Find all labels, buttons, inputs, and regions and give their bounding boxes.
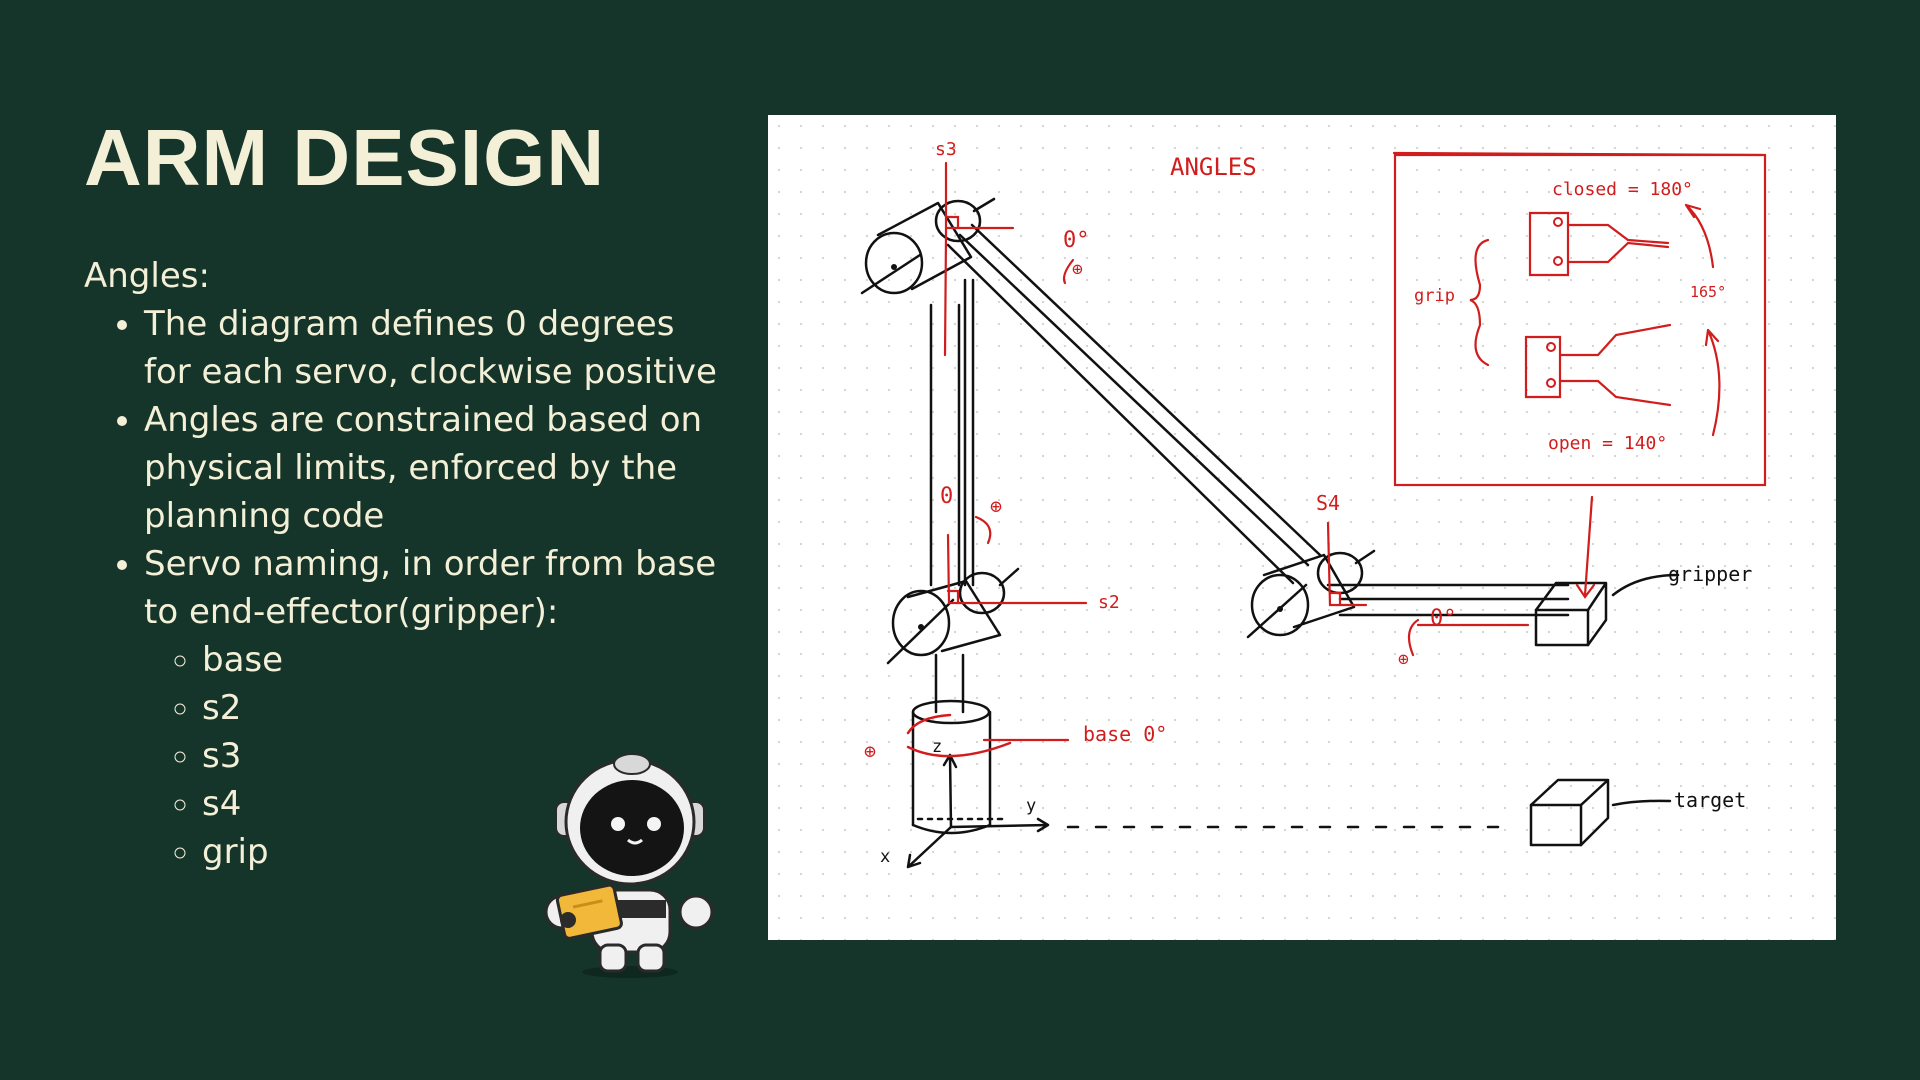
s2-joint — [886, 567, 1020, 665]
base-cylinder — [911, 699, 992, 835]
label-s3: s3 — [935, 139, 957, 160]
label-s2: s2 — [1098, 592, 1120, 613]
servo-list: base s2 s3 s4 grip — [144, 636, 724, 876]
servo-item: s4 — [202, 780, 724, 828]
arm-diagram: s3 ANGLES 0° ⊕ 0 ⊕ s2 S4 0° ⊕ base 0° ⊕ … — [860, 139, 1767, 869]
s2-plus-icon: ⊕ — [990, 494, 1002, 518]
s3-zero-label: 0° — [1063, 228, 1090, 253]
bullet-item: Angles are constrained based on physical… — [144, 396, 724, 540]
label-mid-angle: 165° — [1690, 283, 1726, 301]
s4-zero-label: 0° — [1430, 606, 1457, 631]
s2-zero-label: 0 — [940, 484, 953, 509]
axis-y-label: y — [1026, 796, 1036, 816]
label-gripper: gripper — [1668, 562, 1752, 586]
bullet-list: The diagram defines 0 degrees for each s… — [84, 300, 724, 876]
angles-intro: Angles: — [84, 256, 210, 296]
robot-mascot-icon — [544, 753, 714, 978]
diagram-heading: ANGLES — [1170, 153, 1257, 181]
s3-plus-icon: ⊕ — [1072, 259, 1083, 280]
coordinate-axes — [906, 753, 1050, 869]
s4-joint — [1246, 549, 1376, 639]
label-s4: S4 — [1316, 491, 1340, 515]
target-box — [1529, 778, 1672, 847]
arm-diagram-panel: s3 ANGLES 0° ⊕ 0 ⊕ s2 S4 0° ⊕ base 0° ⊕ … — [768, 115, 1836, 940]
base-plus-icon: ⊕ — [864, 739, 876, 763]
s3-joint — [860, 197, 996, 295]
s4-plus-icon: ⊕ — [1398, 649, 1409, 670]
servo-item: s3 — [202, 732, 724, 780]
axis-x-label: x — [880, 847, 890, 867]
servo-item: s2 — [202, 684, 724, 732]
label-open: open = 140° — [1548, 433, 1667, 454]
slide-title: ARM DESIGN — [84, 113, 606, 202]
servo-item: grip — [202, 828, 724, 876]
bullet-text: Servo naming, in order from base to end-… — [144, 544, 717, 632]
axis-z-label: z — [932, 737, 942, 757]
label-closed: closed = 180° — [1552, 179, 1693, 200]
content-text: Angles: The diagram defines 0 degrees fo… — [84, 252, 724, 876]
bullet-item: Servo naming, in order from base to end-… — [144, 540, 724, 876]
servo-item: base — [202, 636, 724, 684]
gripper-box — [1534, 573, 1680, 647]
label-grip: grip — [1414, 286, 1455, 306]
label-base: base 0° — [1083, 722, 1167, 746]
bullet-item: The diagram defines 0 degrees for each s… — [144, 300, 724, 396]
label-target: target — [1674, 788, 1746, 812]
